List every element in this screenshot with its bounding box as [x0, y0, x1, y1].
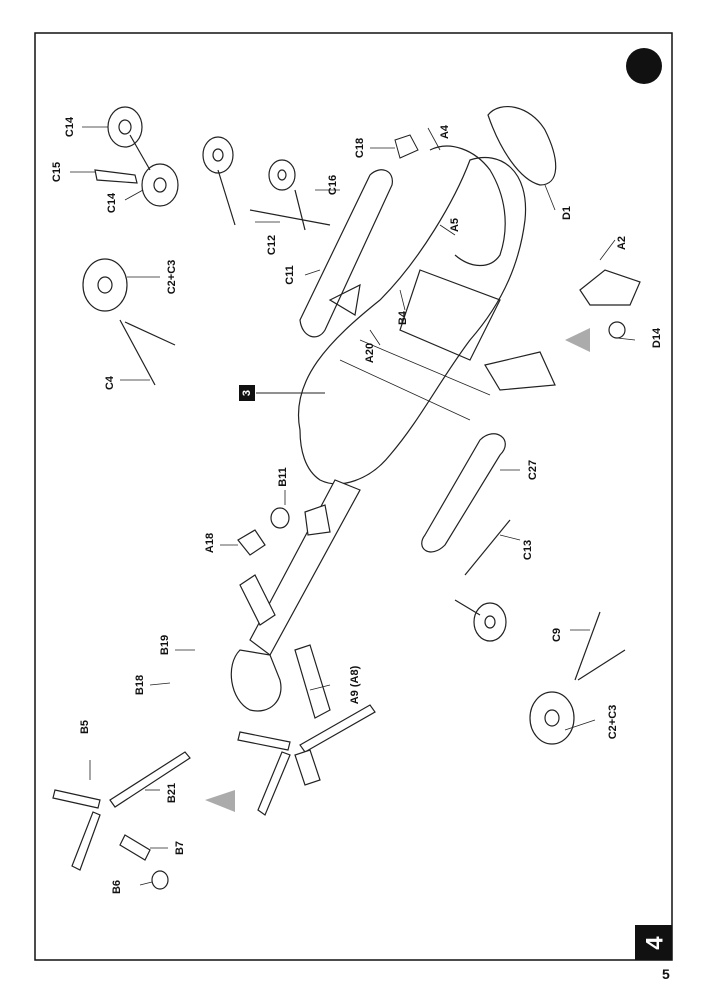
canopy-part-drawing [487, 106, 557, 186]
label-a18: A18 [204, 533, 216, 553]
part-labels: C14 C15 C14 C2+C3 C4 C18 A4 C16 C12 A5 D… [51, 116, 663, 894]
label-c4: C4 [104, 375, 116, 390]
label-c14-bottom: C14 [106, 192, 118, 213]
label-d14: D14 [651, 327, 663, 348]
label-c9: C9 [551, 628, 563, 642]
part-b11-drawing [270, 507, 290, 529]
door-panel-drawing [484, 351, 556, 391]
part-c18-drawing [394, 134, 419, 159]
fuselage-drawing [230, 145, 527, 719]
leader-lines [70, 126, 636, 886]
step-number: 4 [642, 936, 669, 950]
page-border [34, 32, 673, 961]
label-b11: B11 [277, 467, 289, 487]
label-a4: A4 [439, 124, 451, 139]
label-c14-top: C14 [64, 116, 76, 137]
label-a2: A2 [616, 236, 628, 250]
main-rotor-drawing [237, 704, 376, 816]
panel-a2-drawing [579, 269, 641, 306]
label-c18: C18 [354, 138, 366, 158]
label-c16: C16 [327, 175, 339, 195]
black-dot-icon [626, 48, 662, 84]
step-number-box [635, 925, 672, 960]
step-3-callout-box [239, 385, 255, 401]
label-c27: C27 [527, 460, 539, 480]
label-d1: D1 [561, 206, 573, 220]
landing-gear-drawings [82, 106, 626, 745]
label-c2c3-top: C2+C3 [166, 260, 178, 295]
label-c12: C12 [266, 235, 278, 255]
tail-rotor-drawing [52, 751, 191, 890]
label-b18: B18 [134, 675, 146, 695]
label-c2c3-bottom: C2+C3 [607, 705, 619, 740]
label-a9-a8: A9 (A8) [349, 665, 361, 704]
label-a20: A20 [364, 343, 376, 363]
part-a18-drawing [237, 529, 266, 556]
part-drawing [304, 504, 331, 536]
label-b4: B4 [397, 310, 409, 325]
label-a5: A5 [449, 218, 461, 232]
window-d14-drawing [608, 321, 626, 339]
page-number: 5 [662, 966, 670, 982]
label-b6: B6 [111, 880, 123, 894]
fuel-tank-drawing [421, 433, 506, 553]
step-3-callout: 3 [241, 390, 253, 396]
label-b5: B5 [79, 720, 91, 734]
direction-hatch-icon [205, 328, 590, 812]
label-c15: C15 [51, 162, 63, 182]
label-c13: C13 [522, 540, 534, 560]
label-b21: B21 [166, 783, 178, 803]
label-b19: B19 [159, 635, 171, 655]
label-c11: C11 [284, 265, 296, 285]
label-b7: B7 [174, 841, 186, 855]
